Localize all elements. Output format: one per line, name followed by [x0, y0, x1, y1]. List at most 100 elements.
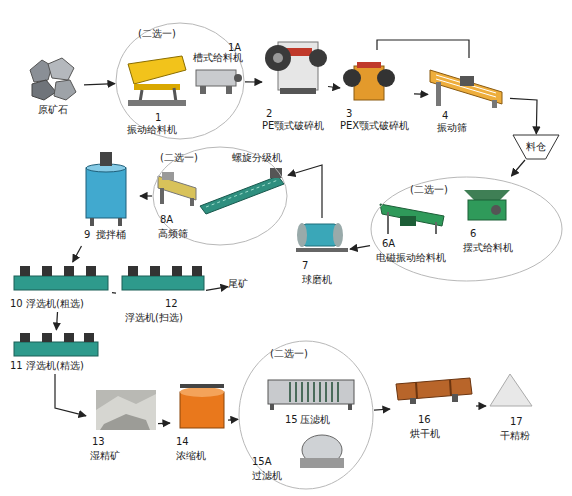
- flow-arrow: [228, 419, 238, 421]
- classifier-machine: 螺旋分级机: [196, 150, 286, 218]
- feeder-machine: 6摆式给料机: [458, 186, 520, 262]
- filter-press-image: [268, 380, 354, 410]
- vibrating-screen-image: [430, 70, 502, 108]
- fine-jaw-crusher-image: [343, 62, 395, 100]
- flow-arrow: [374, 409, 390, 410]
- flow-arrow: [56, 312, 57, 330]
- ore-bin: 料仓: [512, 134, 560, 160]
- equipment-name: 球磨机: [302, 274, 332, 286]
- spiral-classifier-image: [200, 176, 284, 214]
- dryer-image: [416, 382, 417, 398]
- drum-filter-image: [300, 458, 344, 468]
- thickener-image: [180, 384, 224, 388]
- equipment-name: 电磁振动给料机: [376, 252, 446, 264]
- trough-feeder-image: [200, 86, 206, 94]
- flow-arrow: [288, 165, 322, 218]
- flotation-machine: 11浮选机(精选): [6, 330, 104, 374]
- equipment-name: 压滤机: [300, 414, 330, 426]
- equipment-name: 料仓: [526, 141, 546, 153]
- ball-mill-image: [302, 224, 338, 246]
- trough-feeder-image: [234, 74, 242, 82]
- fine-jaw-crusher-image: [377, 69, 395, 87]
- equipment-name: 原矿石: [38, 104, 68, 116]
- flotation-cell-image: [128, 266, 138, 276]
- equipment-name: PEX颚式破碎机: [340, 120, 409, 132]
- option-group: (二选一)15压滤机15A过滤机: [238, 340, 374, 490]
- option-group: (二选一)螺旋分级机8A高频筛: [152, 146, 288, 246]
- dryer-image: [450, 380, 451, 396]
- electromagnetic-feeder-image: [380, 204, 444, 226]
- trough-feeder-image: [226, 86, 232, 94]
- flow-arrow: [328, 87, 340, 89]
- thickener-image: [180, 384, 224, 428]
- option-group: (二选一)6摆式给料机6A电磁振动给料机: [370, 176, 563, 282]
- equipment-name: PE颚式破碎机: [262, 120, 324, 132]
- callout-number: 11: [10, 360, 23, 372]
- filter-press-image: [268, 380, 354, 404]
- flow-arrow: [73, 246, 82, 262]
- dry-concentrate-image: [490, 374, 532, 406]
- flow-arrow: [510, 98, 537, 134]
- crusher-machine: 3PEX颚式破碎机: [340, 50, 414, 135]
- callout-number: 4: [442, 110, 448, 122]
- jaw-crusher-image: [265, 42, 327, 94]
- jaw-crusher-image: [280, 88, 316, 94]
- equipment-name: 搅拌桶: [96, 229, 126, 241]
- high-frequency-screen-image: [190, 198, 194, 206]
- flotation-cell-image: [20, 266, 30, 276]
- equipment-name: 螺旋分级机: [232, 152, 282, 164]
- option-note: (二选一): [138, 28, 176, 40]
- dryer-image: [396, 378, 472, 400]
- flotation-cell-image: [172, 266, 182, 276]
- equipment-name: 振动筛: [437, 122, 467, 134]
- electromagnetic-feeder-image: [435, 222, 437, 234]
- flotation-cell-image: [14, 342, 98, 356]
- wet-concentrate-image: [100, 414, 150, 430]
- callout-number: 10: [10, 298, 23, 310]
- option-outline: [153, 147, 287, 245]
- agitation-tank-image: [90, 218, 94, 226]
- flow-arrow: [511, 160, 525, 176]
- equipment-name: 过滤机: [252, 470, 282, 482]
- wet-concentrate-image: [96, 394, 156, 430]
- equipment-name: 烘干机: [410, 428, 440, 440]
- jaw-crusher-image: [273, 53, 283, 63]
- screen-machine: 4振动筛: [428, 58, 510, 134]
- option-outline: [371, 177, 562, 281]
- callout-number: 2: [266, 108, 272, 120]
- equipment-name: 振动给料机: [127, 124, 177, 136]
- equipment-name: 浮选机(粗选): [26, 298, 84, 310]
- callout-number: 12: [165, 298, 178, 310]
- dryer-image: [396, 378, 472, 404]
- equipment-name: 浮选机(精选): [26, 360, 84, 372]
- equipment-name: 浮选机(扫选): [125, 312, 183, 324]
- agitation-tank-image: [86, 152, 126, 226]
- option-outline: [370, 176, 563, 282]
- callout-number: 7: [302, 260, 308, 272]
- filter-press-image: [348, 404, 352, 410]
- high-frequency-screen-image: [160, 188, 164, 204]
- vibrating-screen-image: [460, 76, 474, 86]
- dryer-image: [452, 394, 458, 402]
- callout-number: 17: [510, 416, 523, 428]
- option-note: (二选一): [270, 348, 308, 360]
- ball-mill-image: [333, 223, 343, 247]
- flow-arrow: [55, 374, 86, 416]
- swing-feeder-image: [491, 205, 501, 215]
- callout-number: 16: [418, 414, 431, 426]
- flotation-cell-image: [14, 266, 204, 356]
- flow-arrow: [476, 405, 486, 406]
- agitation-tank-image: [100, 152, 112, 166]
- option-note: (二选一): [160, 152, 198, 164]
- wet-concentrate-image: [96, 390, 156, 430]
- drum-filter-image: [300, 435, 344, 468]
- flow-arrow: [350, 246, 370, 250]
- dry-concentrate-image: [490, 374, 532, 406]
- callout-number: 15: [285, 414, 298, 426]
- high-frequency-screen-image: [162, 172, 174, 180]
- vibrating-screen-image: [436, 82, 441, 106]
- flotation-machine: 10浮选机(粗选): [6, 262, 112, 312]
- callout-number: 13: [92, 436, 105, 448]
